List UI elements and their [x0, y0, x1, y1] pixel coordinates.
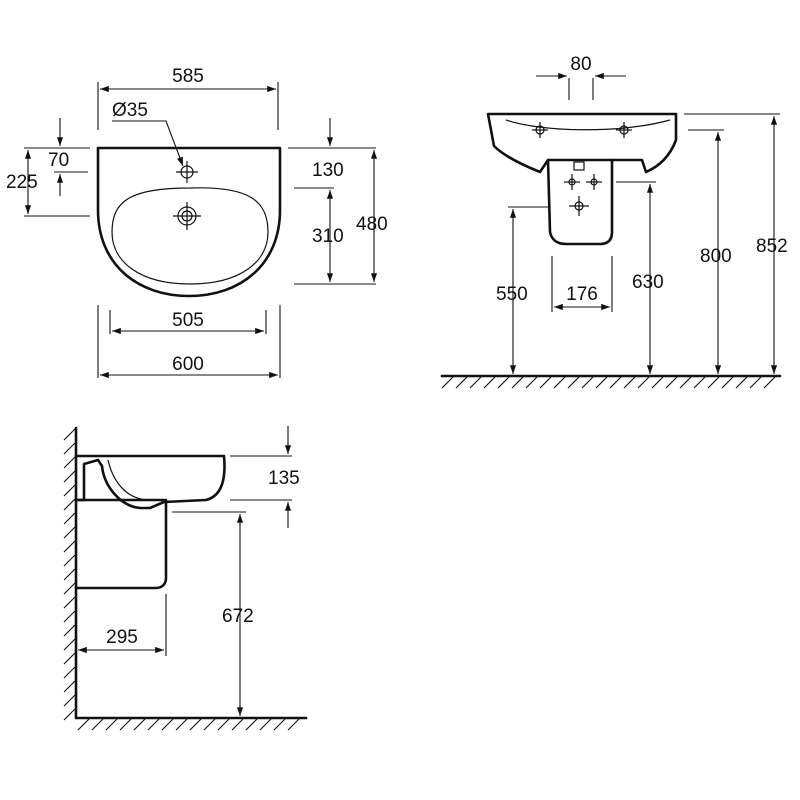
dim-505-label: 505 — [172, 310, 204, 331]
dim-310-label: 310 — [312, 226, 344, 247]
dim-130-label: 130 — [312, 160, 344, 181]
dim-800-label: 800 — [700, 246, 732, 267]
front-view: 80 550 176 630 800 852 — [440, 54, 788, 389]
dim-176-label: 176 — [566, 284, 598, 305]
basin-outline-front — [486, 112, 678, 174]
basin-outline-plan — [96, 146, 282, 298]
fixing-hole-left — [532, 122, 548, 138]
pedestal-outline-front — [546, 158, 614, 246]
dim-630-label: 630 — [632, 272, 664, 293]
dim-600-label: 600 — [172, 354, 204, 375]
dim-550-label: 550 — [496, 284, 528, 305]
basin-outline-side — [74, 454, 226, 510]
waste-symbol — [173, 202, 201, 230]
dim-tap-hole-label: Ø35 — [112, 100, 148, 121]
dim-295-label: 295 — [106, 627, 138, 648]
dim-135-label: 135 — [268, 468, 300, 489]
bowl-outline-plan — [111, 187, 269, 285]
dim-70-label: 70 — [48, 150, 69, 171]
floor-hatch-side — [77, 717, 301, 731]
dim-672-label: 672 — [222, 606, 254, 627]
dim-80-label: 80 — [570, 54, 591, 75]
tap-hole-symbol — [176, 161, 198, 183]
fixing-hole-right — [616, 122, 632, 138]
wall-hatch-side — [63, 427, 77, 721]
floor-hatch-front — [441, 375, 777, 389]
top-view: 585 Ø35 505 600 70 225 130 310 480 — [6, 66, 388, 379]
side-view: 135 672 295 — [63, 426, 308, 731]
pedestal-outline-side — [74, 498, 168, 590]
dim-225-label: 225 — [6, 172, 38, 193]
dim-480-label: 480 — [356, 214, 388, 235]
waste-connectors-front — [564, 161, 602, 216]
dim-585-label: 585 — [172, 66, 204, 87]
dim-852-label: 852 — [756, 236, 788, 257]
